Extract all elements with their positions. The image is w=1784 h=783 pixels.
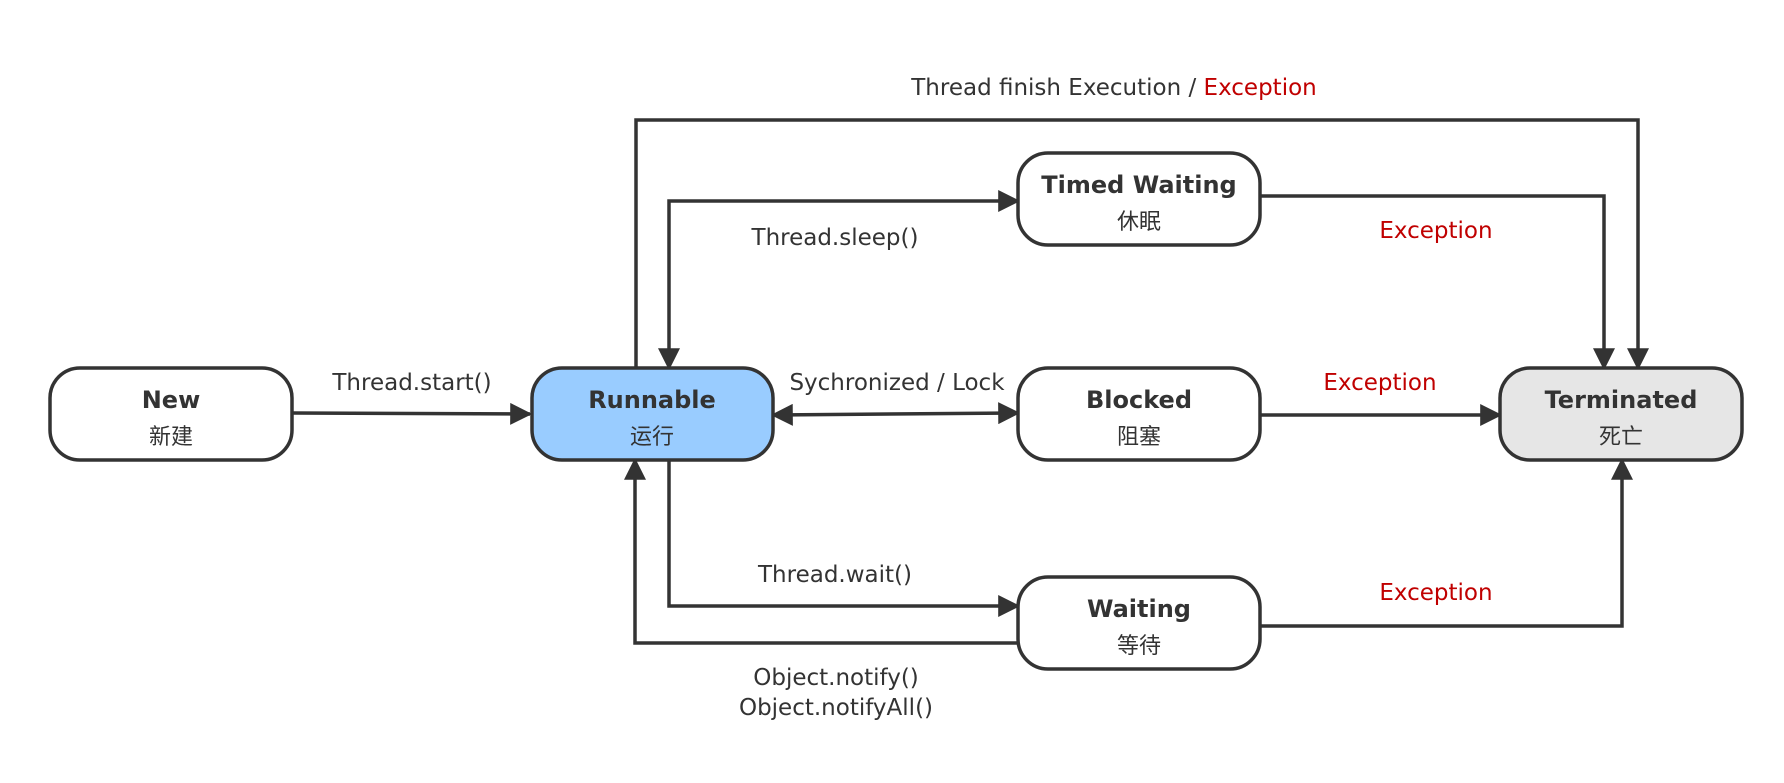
edge-runnable-blocked bbox=[770, 402, 1021, 426]
label-thread-wait: Thread.wait() bbox=[757, 562, 912, 588]
edge-runnable-to-timed-waiting bbox=[658, 190, 1021, 371]
label-object-notify-all: Object.notifyAll() bbox=[739, 695, 933, 721]
state-new: New 新建 bbox=[48, 366, 294, 462]
label-timed-waiting-exception: Exception bbox=[1379, 218, 1492, 244]
state-timed-waiting: Timed Waiting 休眠 bbox=[1016, 151, 1262, 247]
state-new-subtitle: 新建 bbox=[149, 425, 193, 450]
state-runnable: Runnable 运行 bbox=[530, 366, 775, 462]
state-waiting-title: Waiting bbox=[1087, 595, 1191, 623]
state-waiting-subtitle: 等待 bbox=[1117, 634, 1161, 659]
edge-timed-waiting-to-terminated bbox=[1260, 194, 1615, 371]
label-blocked-exception: Exception bbox=[1323, 370, 1436, 396]
label-thread-finish-text: Thread finish Execution / bbox=[910, 75, 1203, 101]
label-synchronized-lock: Sychronized / Lock bbox=[789, 370, 1005, 396]
label-thread-sleep: Thread.sleep() bbox=[751, 225, 919, 251]
state-runnable-title: Runnable bbox=[588, 386, 716, 414]
edge-runnable-to-terminated bbox=[634, 118, 1649, 371]
edge-new-to-runnable bbox=[291, 402, 533, 425]
state-blocked-title: Blocked bbox=[1086, 386, 1192, 414]
state-runnable-subtitle: 运行 bbox=[630, 425, 674, 450]
state-timed-waiting-title: Timed Waiting bbox=[1041, 171, 1236, 199]
label-object-notify: Object.notify() bbox=[753, 665, 919, 691]
edge-runnable-to-waiting bbox=[667, 460, 1021, 617]
state-timed-waiting-subtitle: 休眠 bbox=[1117, 210, 1161, 235]
state-blocked: Blocked 阻塞 bbox=[1016, 366, 1262, 462]
edge-waiting-to-terminated bbox=[1260, 457, 1633, 628]
label-thread-finish: Thread finish Execution / Exception bbox=[910, 75, 1317, 101]
state-terminated-title: Terminated bbox=[1545, 386, 1698, 414]
state-blocked-subtitle: 阻塞 bbox=[1117, 425, 1161, 450]
state-new-title: New bbox=[142, 386, 201, 414]
label-thread-start: Thread.start() bbox=[331, 370, 491, 396]
state-waiting: Waiting 等待 bbox=[1016, 575, 1262, 671]
edge-waiting-to-runnable bbox=[624, 457, 1018, 645]
label-thread-finish-exception: Exception bbox=[1204, 75, 1317, 101]
state-terminated: Terminated 死亡 bbox=[1498, 366, 1744, 462]
state-terminated-subtitle: 死亡 bbox=[1599, 425, 1643, 450]
label-waiting-exception: Exception bbox=[1379, 580, 1492, 606]
